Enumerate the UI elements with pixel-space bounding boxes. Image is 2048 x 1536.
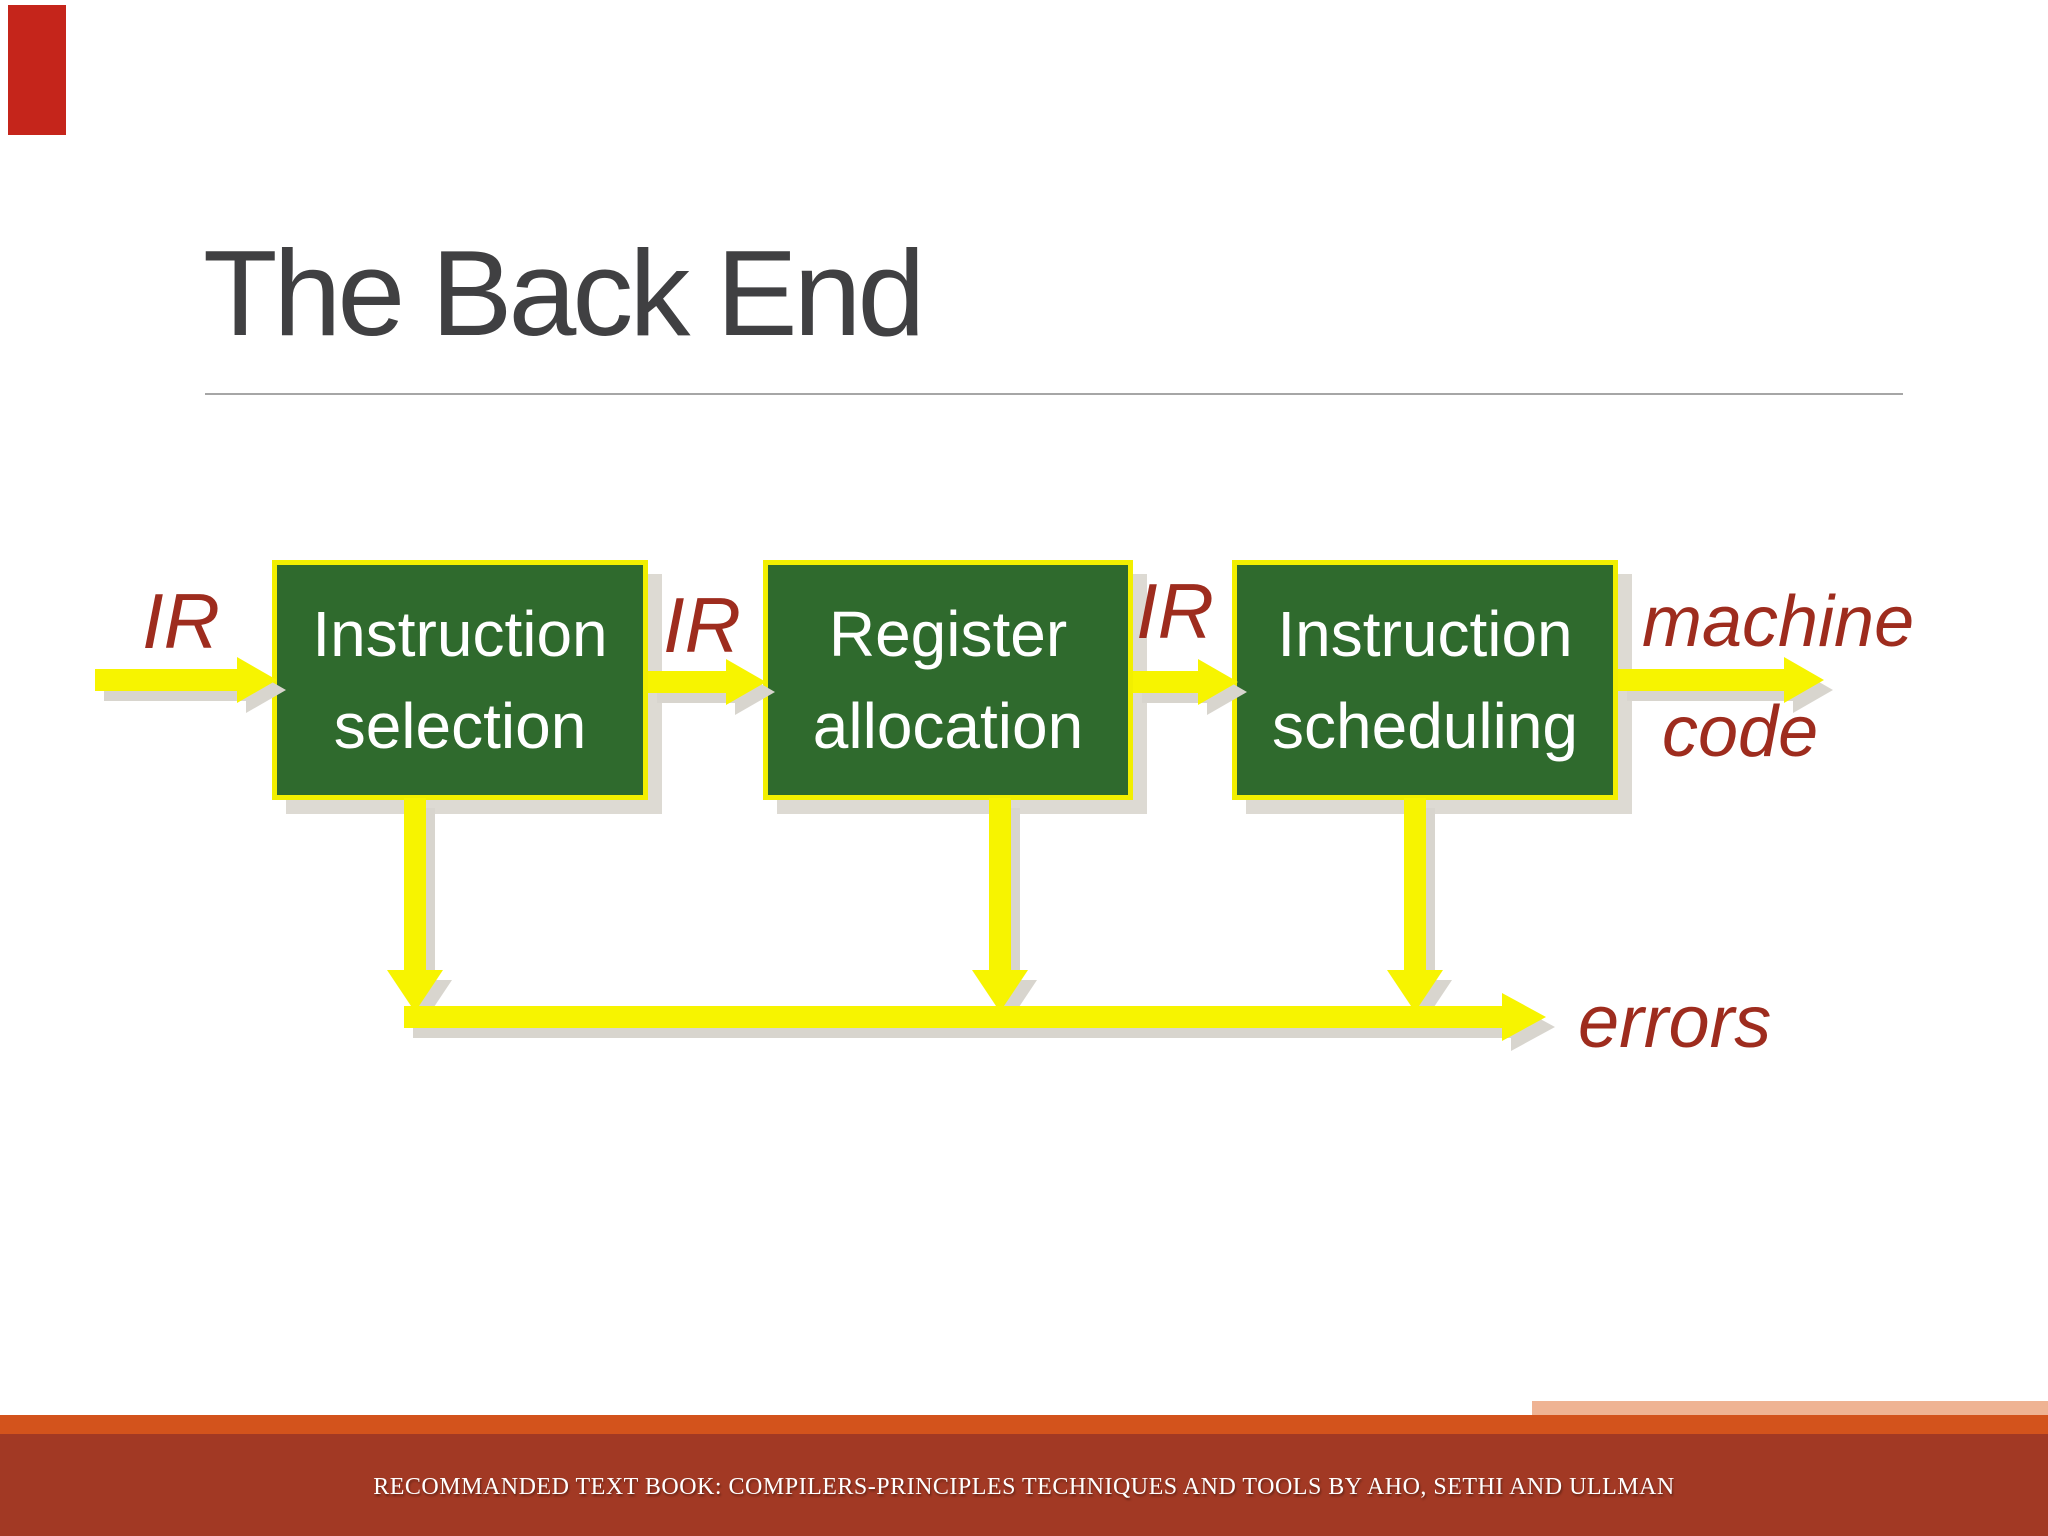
arrow-shaft	[989, 798, 1011, 970]
arrowhead-icon	[1502, 993, 1546, 1041]
arrow-shaft	[1404, 798, 1426, 970]
ir-label-2: IR	[663, 581, 741, 669]
arrowhead-icon	[1387, 970, 1443, 1012]
top-left-accent-bar	[8, 5, 66, 135]
arrowhead-icon	[387, 970, 443, 1012]
arrow-shaft	[404, 798, 426, 970]
errors-label: errors	[1578, 980, 1772, 1063]
ir-label-3: IR	[1136, 567, 1214, 655]
arrow-shaft	[648, 671, 726, 693]
title-divider-line	[205, 393, 1903, 395]
footer-text: RECOMMANDED TEXT BOOK: COMPILERS-PRINCIP…	[373, 1474, 1675, 1500]
stage-label-line2: allocation	[812, 690, 1084, 762]
stage-box-register-allocation: Register allocation	[763, 560, 1133, 800]
arrowhead-icon	[1784, 657, 1824, 703]
arrowhead-icon	[237, 657, 277, 703]
arrow-shaft	[1618, 669, 1784, 691]
stage-box-instruction-scheduling: Instruction scheduling	[1232, 560, 1618, 800]
stage-label-line2: selection	[333, 690, 587, 762]
stage-label-line1: Instruction	[1277, 598, 1573, 670]
arrowhead-icon	[972, 970, 1028, 1012]
machine-code-label-line2: code	[1662, 692, 1819, 772]
machine-code-label-line1: machine	[1642, 582, 1915, 662]
footer-accent-strip	[0, 1415, 2048, 1434]
slide-title: The Back End	[203, 225, 925, 361]
footer-accent-segment	[1532, 1401, 2048, 1416]
arrow-shaft	[95, 669, 237, 691]
stage-box-instruction-selection: Instruction selection	[272, 560, 648, 800]
stage-label-line2: scheduling	[1272, 690, 1578, 762]
arrowhead-icon	[726, 659, 766, 705]
arrow-shaft	[1133, 671, 1198, 693]
stage-label-line1: Instruction	[312, 598, 608, 670]
arrowhead-icon	[1198, 659, 1238, 705]
arrow-shaft	[404, 1006, 1502, 1028]
ir-label-1: IR	[142, 577, 220, 665]
stage-label-line1: Register	[828, 598, 1068, 670]
footer-bar	[0, 1434, 2048, 1536]
